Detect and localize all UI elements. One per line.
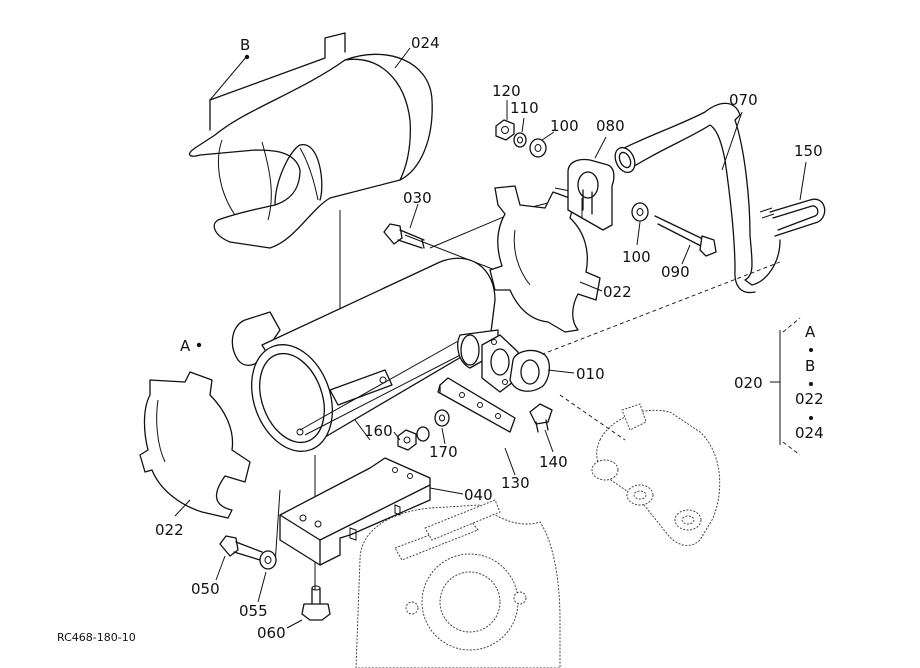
washer-170-drawing	[434, 409, 450, 427]
callout-labels: B A 024 120 110 100 080 070 150 030 100 …	[155, 34, 823, 642]
bolt-060-drawing	[301, 585, 331, 621]
callout-110: 110	[510, 99, 539, 117]
callout-024: 024	[411, 34, 440, 52]
callout-070: 070	[729, 91, 758, 109]
figure-reference-code: RC468-180-10	[57, 631, 136, 644]
callout-022-right: 022	[603, 283, 632, 301]
stud-140-drawing	[529, 403, 553, 433]
u-bolt-150-drawing	[759, 198, 826, 237]
gasket-010-drawing	[509, 349, 550, 392]
marker-a-label: A	[180, 337, 191, 355]
callout-030: 030	[403, 189, 432, 207]
callout-050: 050	[191, 580, 220, 598]
engine-housing-drawing	[355, 499, 561, 668]
nut-160-drawing	[397, 426, 430, 451]
callout-140: 140	[539, 453, 568, 471]
clamp-080-drawing	[567, 158, 615, 231]
bolt-030-drawing	[383, 223, 425, 249]
nut-120-drawing	[495, 119, 515, 141]
washer-100-right-drawing	[631, 202, 649, 222]
callout-leaders	[174, 47, 807, 629]
bolt-050-drawing	[219, 535, 263, 561]
assembly-number: 020	[734, 374, 763, 392]
exhaust-manifold-drawing	[591, 403, 721, 546]
callout-060: 060	[257, 624, 286, 642]
heat-guard-022-left-drawing	[139, 371, 251, 519]
callout-150: 150	[794, 142, 823, 160]
assembly-item-024: 024	[795, 424, 824, 442]
bolt-090-drawing	[654, 215, 717, 257]
callout-130: 130	[501, 474, 530, 492]
bracket-040-drawing	[274, 457, 431, 566]
callout-022-left: 022	[155, 521, 184, 539]
heat-shield-024-drawing	[188, 32, 433, 249]
marker-b-label: B	[240, 36, 250, 54]
washer-110-drawing	[513, 132, 527, 148]
callout-120: 120	[492, 82, 521, 100]
assembly-item-b: B	[805, 357, 815, 375]
callout-160: 160	[364, 422, 393, 440]
washer-100-top-drawing	[529, 138, 547, 158]
washer-055-drawing	[259, 550, 277, 570]
callout-040: 040	[464, 486, 493, 504]
callout-080: 080	[596, 117, 625, 135]
bracket-130-drawing	[437, 377, 516, 433]
heat-guard-022-right-drawing	[489, 185, 601, 333]
assembly-item-a: A	[805, 323, 816, 341]
assembly-item-022: 022	[795, 390, 824, 408]
callout-170: 170	[429, 443, 458, 461]
callout-010: 010	[576, 365, 605, 383]
callout-090: 090	[661, 263, 690, 281]
assembly-legend: 020 A B 022 024	[734, 317, 824, 456]
callout-055: 055	[239, 602, 268, 620]
callout-100-right: 100	[622, 248, 651, 266]
callout-100-top: 100	[550, 117, 579, 135]
